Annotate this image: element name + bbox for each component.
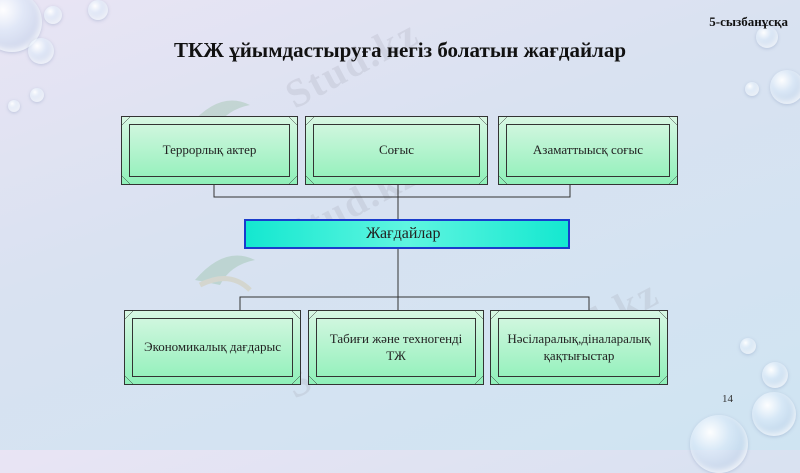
condition-label: Нәсіларалық,діналаралық қақтығыстар xyxy=(507,331,651,363)
bubble-decoration xyxy=(44,6,62,24)
condition-box-economic-crisis: Экономикалық дағдарыс xyxy=(124,310,301,385)
condition-box-war: Соғыс xyxy=(305,116,488,185)
condition-label: Азаматтыысқ соғыс xyxy=(532,142,644,158)
bubble-decoration xyxy=(88,0,108,20)
page-title: ТКЖ ұйымдастыруға негіз болатын жағдайла… xyxy=(173,38,627,62)
condition-label: Табиғи және техногенді ТЖ xyxy=(329,331,463,363)
bubble-decoration xyxy=(752,392,796,436)
bubble-decoration xyxy=(770,70,800,104)
condition-box-terrorist-acts: Террорлық актер xyxy=(121,116,298,185)
watermark-logo xyxy=(195,255,255,292)
condition-box-natural-tech-emergency: Табиғи және техногенді ТЖ xyxy=(308,310,484,385)
bubble-decoration xyxy=(740,338,756,354)
bubble-decoration xyxy=(745,82,759,96)
bubble-decoration xyxy=(28,38,54,64)
condition-box-ethnic-religious-conflicts: Нәсіларалық,діналаралық қақтығыстар xyxy=(490,310,668,385)
bubble-decoration xyxy=(756,26,778,48)
condition-box-civil-war: Азаматтыысқ соғыс xyxy=(498,116,678,185)
connector-lines xyxy=(213,185,590,310)
condition-label: Экономикалық дағдарыс xyxy=(143,339,282,355)
condition-label: Террорлық актер xyxy=(162,142,257,158)
page-number: 14 xyxy=(722,393,733,405)
bubble-decoration xyxy=(762,362,788,388)
scheme-label: 5-сызбанұсқа xyxy=(709,14,788,29)
bubble-decoration xyxy=(8,100,20,112)
center-node-conditions: Жағдайлар xyxy=(244,219,570,249)
bubble-decoration xyxy=(30,88,44,102)
condition-label: Соғыс xyxy=(378,142,414,158)
center-node-label: Жағдайлар xyxy=(366,225,441,242)
